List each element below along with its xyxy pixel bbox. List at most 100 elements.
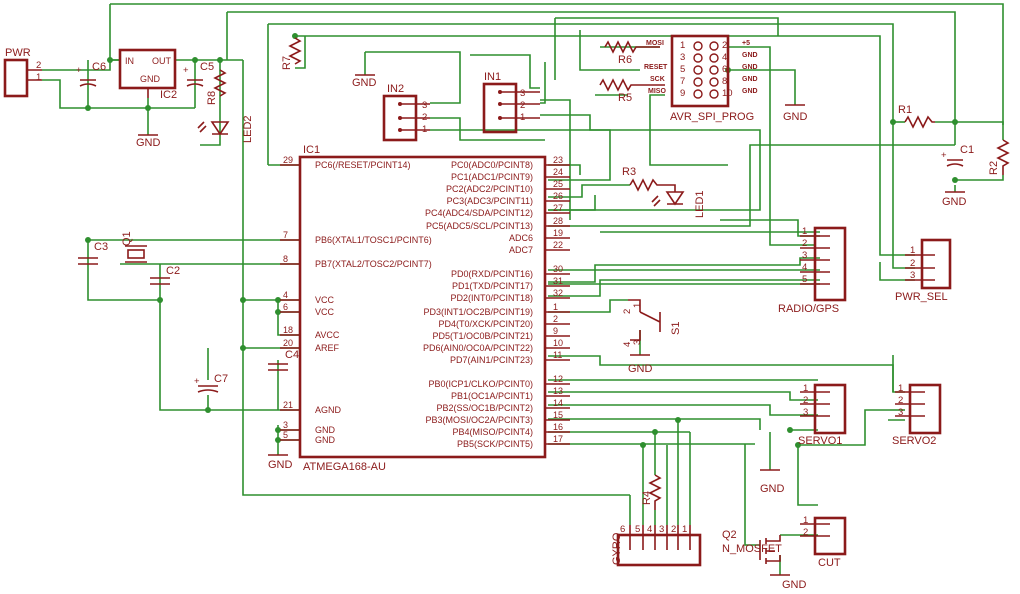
svg-text:+: + bbox=[183, 65, 189, 76]
q2-value: N_MOSFET bbox=[722, 543, 782, 555]
ic1-pin-num: 26 bbox=[553, 191, 563, 201]
ic1-pin-num: 12 bbox=[553, 374, 563, 384]
ic1-pin-label: PD7(AIN1/PCINT23) bbox=[450, 355, 533, 365]
spi-pin-2: 2 bbox=[722, 40, 727, 51]
spi-pin-3: 3 bbox=[680, 52, 685, 63]
spi-sck: SCK bbox=[650, 76, 665, 83]
gnd-symbol-servo1: GND bbox=[760, 469, 785, 495]
c5-capacitor: + C5 bbox=[183, 61, 214, 87]
s1-pin-4: 4 bbox=[622, 342, 633, 347]
cut-pin-1: 1 bbox=[803, 515, 808, 526]
r6-resistor: R6 bbox=[604, 40, 660, 66]
radio-pin-2: 2 bbox=[802, 238, 807, 249]
pwr-label: PWR bbox=[5, 47, 31, 59]
q2-mosfet: Q2 N_MOSFET bbox=[722, 529, 782, 564]
gnd-symbol-s1: GND bbox=[628, 354, 653, 375]
ic2-label: IC2 bbox=[160, 89, 177, 101]
gnd-label: GND bbox=[136, 137, 161, 149]
gyro-pin-1: 1 bbox=[682, 524, 687, 535]
cut-pin-2: 2 bbox=[803, 527, 808, 538]
ic2-in: IN bbox=[125, 56, 134, 66]
ic1-pin-num: 14 bbox=[553, 398, 563, 408]
radio-pin-4: 4 bbox=[802, 262, 807, 273]
ic1-pin-num: 23 bbox=[553, 155, 563, 165]
spi-gnd-2: GND bbox=[742, 64, 758, 71]
radio-gps-connector: 1 2 3 4 5 RADIO/GPS bbox=[778, 226, 847, 315]
ic1-pin-label: PB3(MOSI/OC2A/PCINT3) bbox=[425, 415, 533, 425]
in2-label: IN2 bbox=[387, 83, 404, 95]
radio-pin-1: 1 bbox=[802, 226, 807, 237]
spi-pin-10: 10 bbox=[722, 88, 733, 99]
r8-resistor: R8 bbox=[206, 69, 227, 105]
q1-crystal: Q1 bbox=[121, 231, 147, 263]
cut-connector: 1 2 CUT bbox=[800, 515, 847, 569]
in1-pin-2: 2 bbox=[520, 100, 525, 111]
spi-miso: MISO bbox=[648, 88, 666, 95]
r1-resistor: R1 bbox=[898, 104, 935, 129]
r8-label: R8 bbox=[206, 91, 218, 105]
ic1-pin-num: 18 bbox=[283, 325, 293, 335]
gnd-label-s1: GND bbox=[628, 363, 653, 375]
svg-text:+: + bbox=[941, 150, 947, 161]
in1-pin-3: 3 bbox=[520, 88, 525, 99]
r5-label: R5 bbox=[618, 92, 632, 104]
ic1-pin-label: PC0(ADC0/PCINT8) bbox=[451, 160, 533, 170]
gyro-pin-6: 6 bbox=[620, 524, 625, 535]
ic1-pin-label: PB6(XTAL1/TOSC1/PCINT6) bbox=[315, 235, 432, 245]
ic1-pin-num: 15 bbox=[553, 410, 563, 420]
ic1-pin-num: 13 bbox=[553, 386, 563, 396]
wires bbox=[42, 3, 1004, 575]
gnd-symbol-in2: GND bbox=[352, 74, 377, 89]
s1-label: S1 bbox=[670, 322, 682, 335]
ic1-pin-label: PB1(OC1A/PCINT1) bbox=[451, 391, 533, 401]
c2-label: C2 bbox=[166, 265, 180, 277]
ic1-pin-label: PB5(SCK/PCINT5) bbox=[457, 439, 533, 449]
r4-resistor: R4 bbox=[641, 474, 662, 510]
s1-pin-1: 1 bbox=[632, 303, 643, 308]
radio-pin-3: 3 bbox=[802, 250, 807, 261]
gnd-symbol-ic1: GND bbox=[268, 454, 293, 471]
spi-gnd-1: GND bbox=[742, 52, 758, 59]
pwr-sel-pin-2: 2 bbox=[910, 258, 915, 269]
r2-resistor: R2 bbox=[988, 139, 1010, 175]
c4-capacitor: C4 bbox=[268, 349, 299, 371]
c3-label: C3 bbox=[94, 241, 108, 253]
ic1-pin-label: AREF bbox=[315, 343, 340, 353]
spi-pin-8: 8 bbox=[722, 76, 727, 87]
c3-capacitor: C3 bbox=[78, 241, 108, 265]
ic1-pin-num: 5 bbox=[283, 430, 288, 440]
pwr-sel-pin-1: 1 bbox=[910, 245, 915, 256]
gnd-symbol-ic2: GND bbox=[136, 134, 161, 149]
ic1-pin-label: PB0(ICP1/CLKO/PCINT0) bbox=[428, 379, 533, 389]
led1-label: LED1 bbox=[694, 190, 706, 218]
ic1-pin-label: ADC6 bbox=[509, 233, 533, 243]
gnd-label-servo1: GND bbox=[760, 483, 785, 495]
ic2-gnd: GND bbox=[140, 74, 161, 84]
servo1-pin-3: 3 bbox=[803, 407, 808, 418]
s1-pin-3: 3 bbox=[632, 340, 643, 345]
r2-label: R2 bbox=[988, 161, 1000, 175]
ic1-pin-label: PC1(ADC1/PCINT9) bbox=[451, 172, 533, 182]
ic1-pin-num: 31 bbox=[553, 276, 563, 286]
gyro-pin-4: 4 bbox=[647, 524, 652, 535]
in2-connector: 3 2 1 IN2 bbox=[382, 83, 430, 142]
servo2-label: SERVO2 bbox=[892, 435, 936, 447]
spi-plus5: +5 bbox=[742, 40, 750, 47]
ic2-regulator: IN OUT GND IC2 bbox=[118, 48, 177, 101]
r1-label: R1 bbox=[898, 104, 912, 116]
radio-label: RADIO/GPS bbox=[778, 303, 839, 315]
ic1-pin-num: 11 bbox=[553, 350, 562, 360]
servo1-connector: 1 2 3 SERVO1 bbox=[798, 383, 847, 447]
svg-text:+: + bbox=[76, 65, 82, 76]
ic1-pin-num: 29 bbox=[283, 155, 293, 165]
gyro-pin-3: 3 bbox=[659, 524, 664, 535]
led2: LED2 bbox=[197, 115, 254, 143]
ic1-pin-num: 30 bbox=[553, 264, 563, 274]
spi-mosi: MOSI bbox=[646, 40, 664, 47]
gnd-label-c1: GND bbox=[942, 196, 967, 208]
c6-label: C6 bbox=[92, 61, 106, 73]
cut-label: CUT bbox=[818, 557, 841, 569]
gyro-pin-5: 5 bbox=[635, 524, 640, 535]
servo1-pin-1: 1 bbox=[803, 383, 808, 394]
